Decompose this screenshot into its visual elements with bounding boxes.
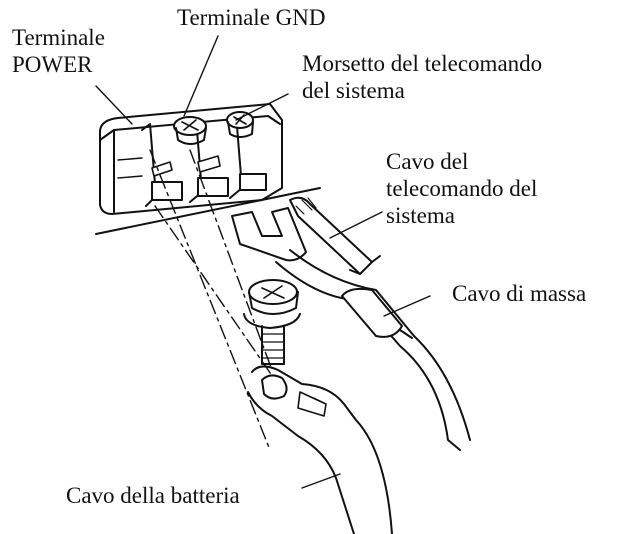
- label-clamp-line-2: del sistema: [302, 78, 405, 103]
- mounting-line: [95, 187, 321, 235]
- system-remote-cable-drawing: [231, 196, 381, 275]
- terminal-block: [99, 103, 283, 215]
- label-system-remote-clamp: Morsetto del telecomando del sistema: [302, 50, 542, 104]
- label-power-terminal: Terminale POWER: [12, 24, 105, 78]
- label-clamp-line-1: Morsetto del telecomando: [302, 51, 543, 76]
- gnd-screw: [173, 116, 207, 145]
- label-system-remote-cable: Cavo del telecomando del sistema: [386, 148, 537, 229]
- bolt-drawing: [243, 279, 301, 365]
- alignment-guides: [149, 149, 276, 451]
- label-cable-line-2: telecomando del: [386, 176, 538, 201]
- label-cable-line-1: Cavo del: [386, 149, 469, 174]
- label-ground-cable: Cavo di massa: [452, 281, 587, 306]
- label-power-line-1: Terminale: [12, 25, 105, 50]
- label-battery-cable: Cavo della batteria: [66, 483, 240, 508]
- label-cable-line-3: sistema: [386, 203, 455, 228]
- battery-cable-drawing: [247, 365, 393, 534]
- ground-cable-drawing: [275, 249, 471, 451]
- leader-lines: [95, 35, 431, 489]
- label-power-line-2: POWER: [12, 52, 93, 77]
- label-gnd-terminal: Terminale GND: [177, 5, 326, 30]
